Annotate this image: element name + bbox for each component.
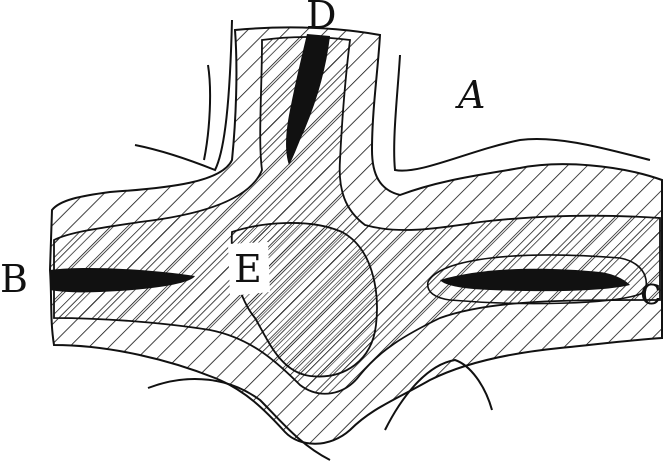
label-e: E bbox=[234, 247, 262, 291]
contour-upper-left bbox=[134, 19, 233, 172]
contour-lower-left bbox=[147, 378, 331, 461]
contour-upper-right bbox=[393, 54, 651, 172]
contour-lower-right bbox=[384, 358, 493, 431]
dark-vein-d bbox=[286, 34, 330, 165]
label-c: c bbox=[640, 269, 661, 313]
label-e-patch bbox=[228, 242, 270, 296]
inner-hatched-band bbox=[53, 36, 661, 395]
label-d: D bbox=[306, 0, 336, 37]
dark-vein-c bbox=[440, 268, 630, 292]
dark-vein-b bbox=[50, 268, 195, 293]
label-b: B bbox=[0, 257, 28, 301]
vein-c-halo bbox=[426, 254, 647, 305]
contour-upper-left-small bbox=[203, 64, 212, 161]
label-a: A bbox=[455, 73, 485, 117]
